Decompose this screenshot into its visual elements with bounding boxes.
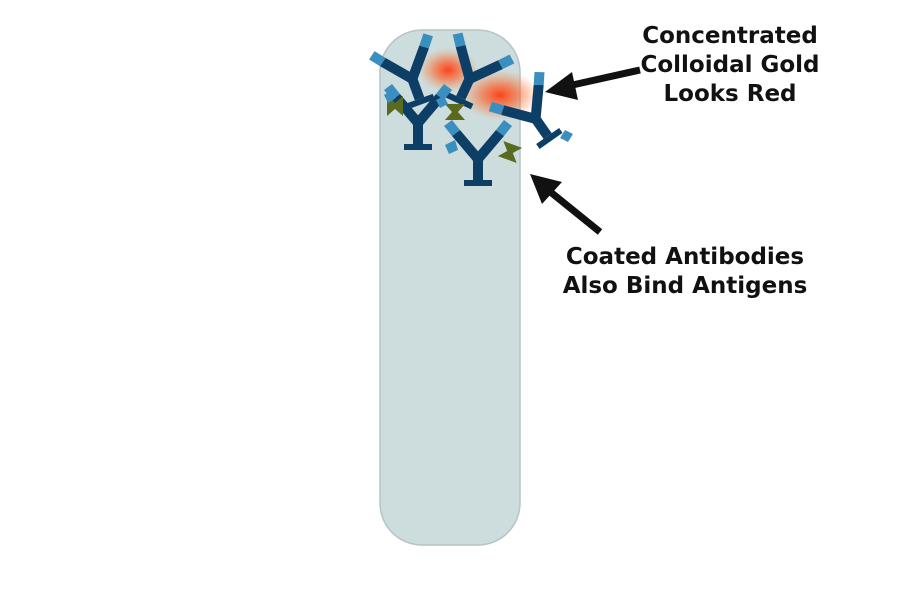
antibodies-label: Coated Antibodies Also Bind Antigens: [520, 243, 850, 301]
gold-label-line-3: Looks Red: [663, 81, 797, 107]
test-strip: [379, 29, 521, 546]
gold-label-line-1: Concentrated: [642, 23, 818, 49]
arrow-icon: [530, 174, 603, 235]
gold-label-line-2: Colloidal Gold: [640, 52, 820, 78]
antibody-cluster: [367, 29, 579, 186]
antibodies-label-line-2: Also Bind Antigens: [562, 273, 808, 299]
arrow-icon: [545, 66, 641, 100]
antibodies-label-line-1: Coated Antibodies: [565, 244, 805, 270]
gold-label: Concentrated Colloidal Gold Looks Red: [600, 22, 860, 109]
